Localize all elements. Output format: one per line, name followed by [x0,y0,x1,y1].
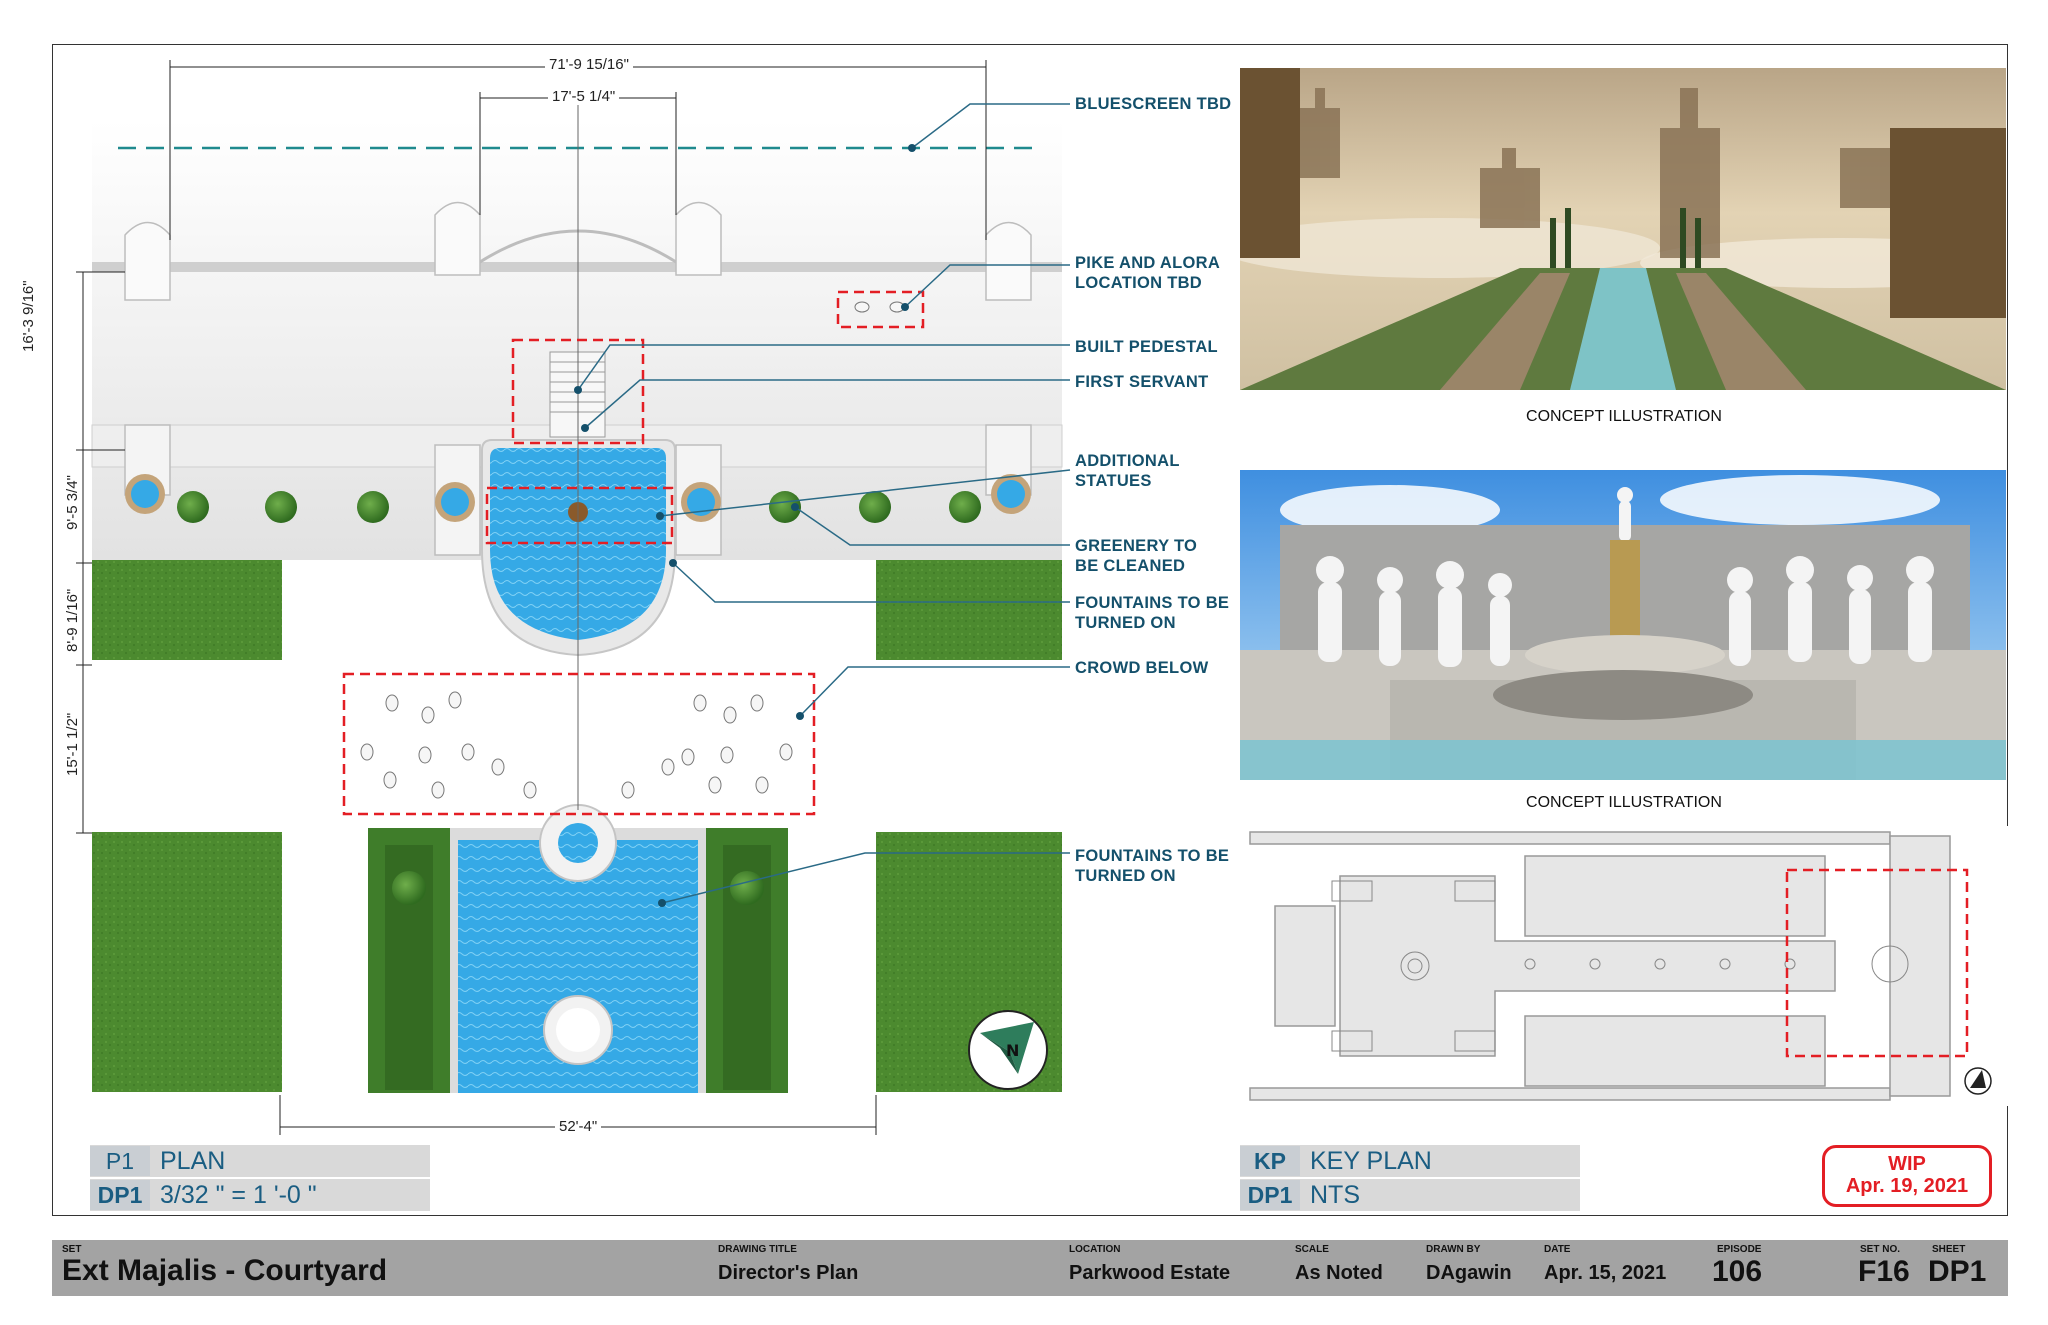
dim-top-overall: 71'-9 15/16" [545,56,633,73]
set-no-value: F16 [1858,1255,1910,1288]
caption-illustration-2: CONCEPT ILLUSTRATION [1526,794,1722,811]
callout-fountains-upper: FOUNTAINS TO BE TURNED ON [1075,594,1230,632]
wall-band-top [92,262,1062,272]
dim-left-3: 8'-9 1/16" [64,588,81,652]
svg-text:N: N [1006,1041,1019,1060]
crowd-figures [360,301,905,799]
callout-built-pedestal: BUILT PEDESTAL [1075,338,1218,356]
courtyard-plan [76,60,1071,1135]
urns [125,474,1031,522]
callout-bluescreen: BLUESCREEN TBD [1075,95,1232,113]
scale-value: As Noted [1295,1262,1383,1284]
drawing-title-value: Director's Plan [718,1262,859,1284]
callout-first-servant: FIRST SERVANT [1075,373,1209,391]
key-scale-text: NTS [1310,1180,1360,1209]
title-block: SET Ext Majalis - Courtyard DRAWING TITL… [52,1240,2008,1296]
drawn-by-label: DRAWN BY [1426,1244,1481,1255]
episode-value: 106 [1712,1255,1763,1288]
pool-end-ring-inner [558,823,598,863]
location-value: Parkwood Estate [1069,1262,1231,1284]
caption-illustration-1: CONCEPT ILLUSTRATION [1526,408,1722,425]
red-callout-boxes [342,290,925,816]
plan-label-row-2: DP1 3/32 " = 1 '-0 " [90,1179,430,1211]
topiary-left [392,871,426,905]
location-label: LOCATION [1069,1244,1121,1255]
dim-top-inner: 17'-5 1/4" [548,88,620,105]
concept-illustration-1 [1240,68,2006,390]
callout-additional-statues: ADDITIONAL STATUES [1075,452,1180,490]
leader-dots [574,144,916,907]
dim-bottom: 52'-4" [555,1118,602,1135]
set-no-label: SET NO. [1860,1244,1901,1255]
dim-left-4: 15'-1 1/2" [64,712,81,776]
sheet-label: SHEET [1932,1244,1966,1255]
wip-stamp-line2: Apr. 19, 2021 [1845,1175,1969,1197]
dim-left-1: 16'-3 9/16" [20,280,37,352]
plan-title-text: PLAN [160,1146,226,1175]
callout-fountains-lower: FOUNTAINS TO BE TURNED ON [1075,847,1230,885]
key-plan-north-icon [1964,1067,1992,1095]
concept-illustration-2 [1240,470,2006,780]
callout-crowd-below: CROWD BELOW [1075,659,1209,677]
topiary-right [730,871,764,905]
drawing-title-label: DRAWING TITLE [718,1244,797,1255]
plan-scale-text: 3/32 " = 1 '-0 " [160,1180,317,1209]
key-label-row-1: KP KEY PLAN [1240,1145,1580,1177]
callout-pike-alora: PIKE AND ALORA LOCATION TBD [1075,254,1221,292]
key-label-row-2: DP1 NTS [1240,1179,1580,1211]
plan-label-row-1: P1 PLAN [90,1145,430,1177]
set-label: SET [62,1244,82,1255]
sheet-value: DP1 [1928,1255,1987,1288]
north-arrow-icon: N [968,1010,1048,1090]
sheet-border [52,44,2008,1216]
pool-basin-inner [556,1008,600,1052]
wip-stamp-line1: WIP [1888,1153,1926,1175]
key-title-text: KEY PLAN [1310,1146,1432,1175]
leader-lines [577,103,1071,904]
set-value: Ext Majalis - Courtyard [62,1254,388,1287]
key-plan [1240,826,2030,1106]
date-label: DATE [1544,1244,1571,1255]
key-plan-highlight [1785,868,1969,1058]
dim-left-2: 9'-5 3/4" [64,475,81,530]
plan-code-dp1: DP1 [90,1180,150,1210]
drawn-by-value: DAgawin [1426,1262,1512,1284]
callout-greenery: GREENERY TO BE CLEANED [1075,537,1198,575]
upper-pillars [124,201,1032,301]
episode-label: EPISODE [1717,1244,1762,1255]
plan-code-p1: P1 [90,1146,150,1176]
lawns [92,560,1062,1092]
scale-label: SCALE [1295,1244,1329,1255]
wip-stamp: WIP Apr. 19, 2021 [1822,1145,1992,1207]
key-code-dp1: DP1 [1240,1180,1300,1210]
bushes [177,491,981,523]
key-code-kp: KP [1240,1146,1300,1176]
date-value: Apr. 15, 2021 [1544,1262,1667,1284]
